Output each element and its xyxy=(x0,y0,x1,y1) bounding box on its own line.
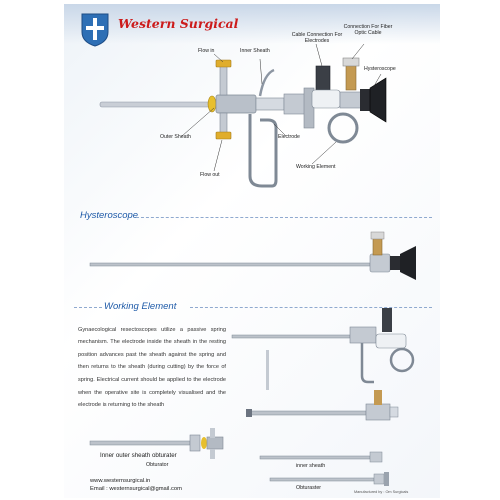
description-paragraph: Gynaecological resectoscopes utilize a p… xyxy=(78,326,226,409)
section-divider xyxy=(190,307,432,308)
part-label-obturaster: Obturaster xyxy=(296,485,322,491)
header-wash xyxy=(64,4,440,44)
section-divider xyxy=(136,217,432,218)
part-label-inner-sheath: inner sheath xyxy=(296,463,326,469)
label-inner-sheath: Inner Sheath xyxy=(240,48,270,54)
label-working-element: Working Element xyxy=(296,164,336,170)
label-flow-out: Flow out xyxy=(200,172,220,178)
label-hysteroscope: Hysteroscope xyxy=(364,66,396,72)
label-flow-in: Flow in xyxy=(198,48,215,54)
logo-icon xyxy=(81,13,109,47)
label-fiber-optic: Connection For Fiber Optic Cable xyxy=(343,24,393,36)
part-label-obturator: Obturator xyxy=(146,462,169,468)
label-outer-sheath: Outer Sheath xyxy=(160,134,191,140)
section-title-working-element: Working Element xyxy=(104,301,177,312)
label-electrode: Electrode xyxy=(278,134,300,140)
working-element-drawing xyxy=(89,308,415,486)
catalog-page: Western Surgical Flow in Inner Sheath Ca… xyxy=(64,4,440,498)
obturator-section-title: Inner outer sheath obturater xyxy=(100,452,177,459)
brand-name: Western Surgical xyxy=(118,16,239,31)
resectoscope-drawing xyxy=(99,43,387,188)
label-cable-connection: Cable Connection For Electrodes xyxy=(291,32,343,44)
instrument-illustrations xyxy=(81,13,416,486)
section-title-hysteroscope: Hysteroscope xyxy=(80,210,139,221)
manufacturer-credit: Manufactured by : Om Surgicals xyxy=(354,490,409,494)
contact-email: Email : westernsurgical@gmail.com xyxy=(90,486,182,492)
hysteroscope-drawing xyxy=(89,231,416,280)
contact-website: www.westernsurgical.in xyxy=(90,478,151,484)
section-divider xyxy=(74,307,102,308)
